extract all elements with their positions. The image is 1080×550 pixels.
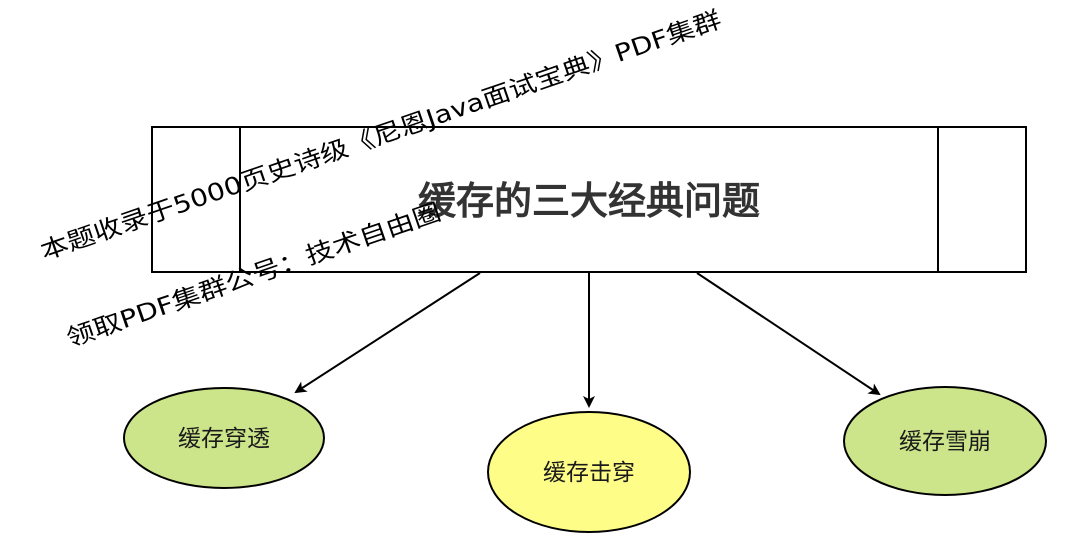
node-breakdown: 缓存击穿 <box>487 411 691 533</box>
node-avalanche: 缓存雪崩 <box>843 386 1047 496</box>
node-penetration: 缓存穿透 <box>123 387 325 489</box>
title-box: 缓存的三大经典问题 <box>151 126 1027 273</box>
arrow-to-penetration <box>294 272 481 394</box>
diagram-title: 缓存的三大经典问题 <box>418 179 760 223</box>
node-penetration-label: 缓存穿透 <box>178 426 270 452</box>
node-penetration-shape <box>123 387 325 489</box>
node-avalanche-shape <box>843 386 1047 496</box>
node-breakdown-shape <box>487 411 691 533</box>
arrow-to-avalanche <box>696 272 881 396</box>
node-breakdown-label: 缓存击穿 <box>543 460 635 486</box>
node-avalanche-label: 缓存雪崩 <box>899 429 991 455</box>
title-box-frame <box>151 126 1027 273</box>
